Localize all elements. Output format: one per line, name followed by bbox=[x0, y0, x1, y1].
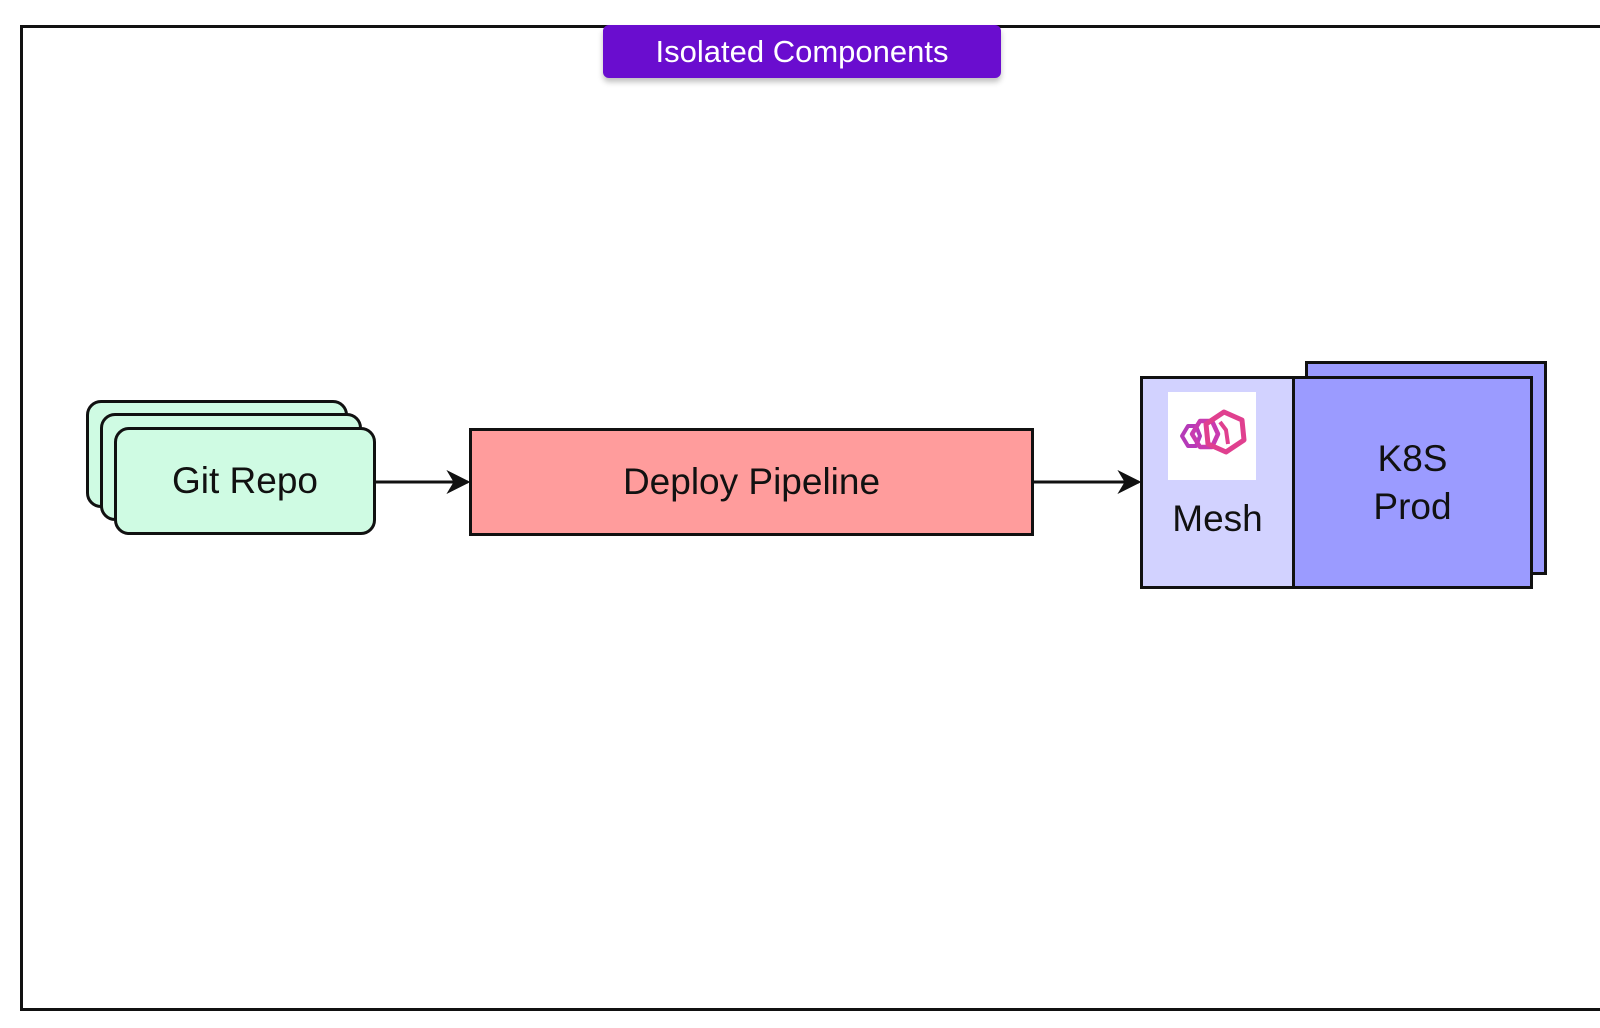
git-repo-label: Git Repo bbox=[171, 460, 318, 501]
k8s-prod-label-line2: Prod bbox=[1373, 485, 1452, 527]
mesh-icon-hex-medium bbox=[1189, 418, 1221, 450]
diagram-title: Isolated Components bbox=[603, 25, 1001, 78]
k8s-prod-label-line1: K8S bbox=[1377, 437, 1448, 479]
mesh-label: Mesh bbox=[1172, 498, 1263, 539]
mesh-icon-hex-large bbox=[1203, 409, 1247, 455]
deploy-pipeline-node[interactable]: Deploy Pipeline bbox=[469, 428, 1034, 536]
envoy-mesh-icon bbox=[1168, 392, 1256, 480]
k8s-prod-node[interactable]: K8S Prod bbox=[1292, 376, 1533, 589]
mesh-icon-hex-fold bbox=[1218, 420, 1230, 445]
mesh-icon-hex-small bbox=[1180, 424, 1202, 448]
git-repo-node[interactable]: Git Repo bbox=[114, 427, 376, 535]
deploy-pipeline-label: Deploy Pipeline bbox=[622, 461, 881, 502]
